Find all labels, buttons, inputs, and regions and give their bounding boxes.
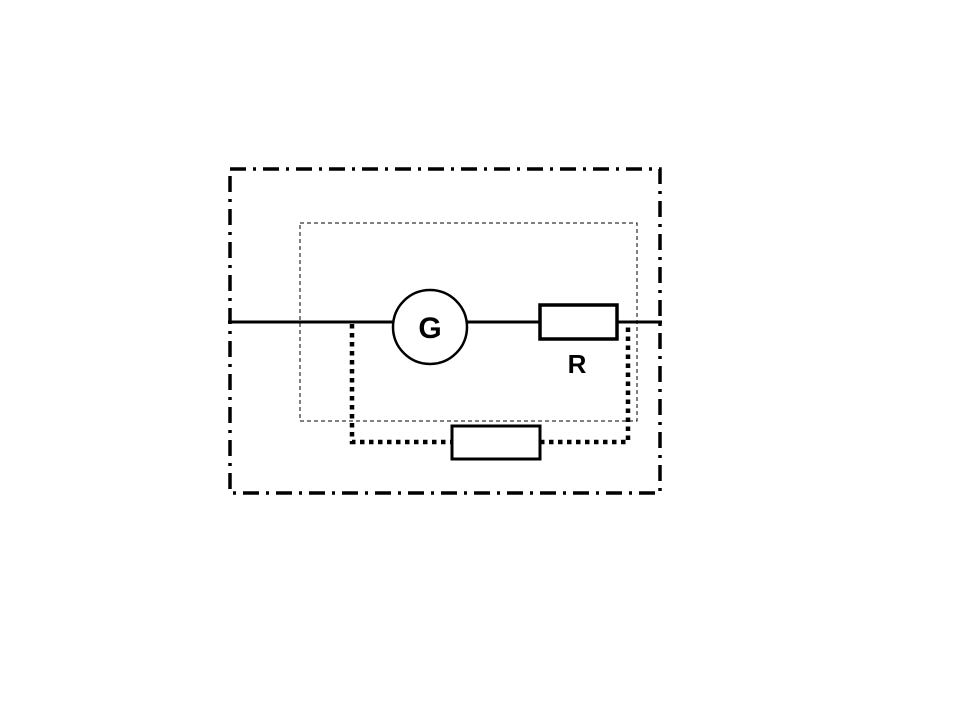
outer-dash-dot-boundary xyxy=(228,167,662,495)
generator-label: G xyxy=(418,312,441,345)
dotted-parallel-branch xyxy=(349,324,631,445)
series-resistor-label: R xyxy=(568,349,587,379)
branch-resistor xyxy=(450,424,542,461)
series-resistor xyxy=(538,303,619,341)
generator-circle xyxy=(391,288,469,366)
